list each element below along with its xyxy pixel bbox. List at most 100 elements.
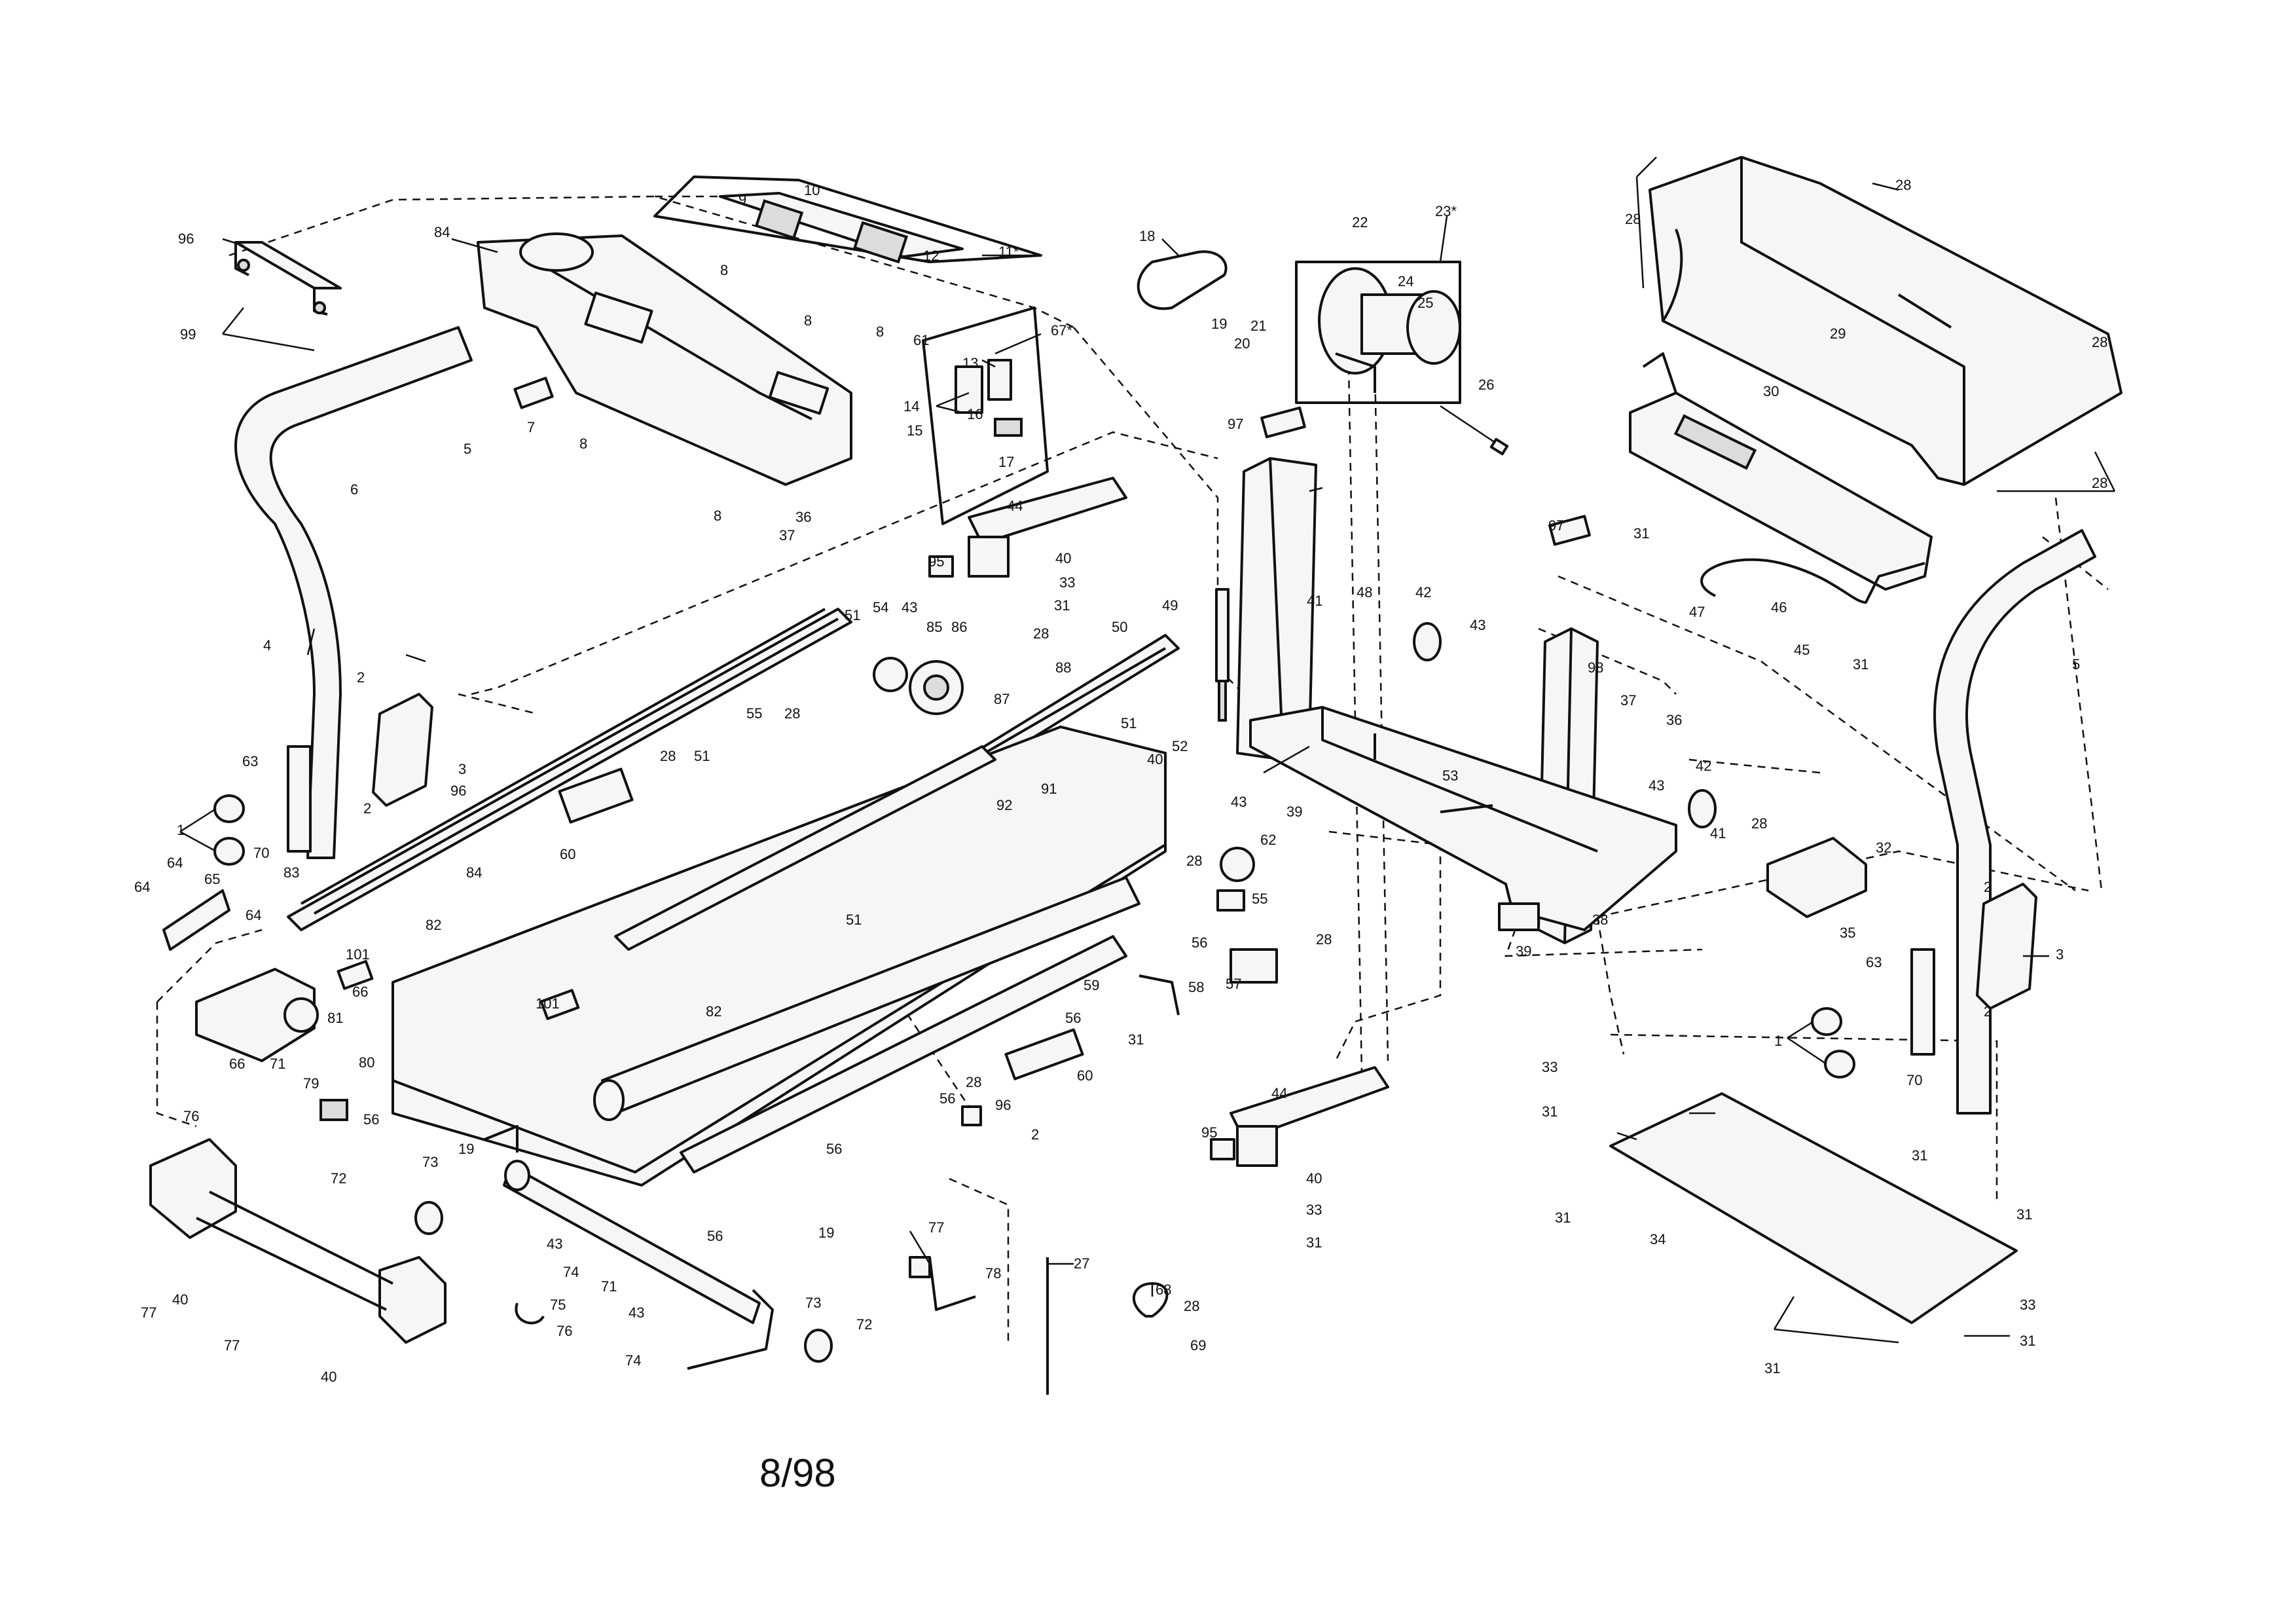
- callout-6: 6: [350, 481, 358, 498]
- callout-28-h: 28: [1184, 1298, 1199, 1314]
- callout-66-a: 66: [352, 984, 368, 1000]
- callout-36-b: 36: [1666, 712, 1682, 728]
- callout-36-a: 36: [795, 509, 811, 525]
- callout-41-a: 41: [1307, 593, 1322, 609]
- callout-4: 4: [263, 637, 271, 654]
- callout-75-b: 74: [625, 1352, 641, 1369]
- callout-11: 11*: [998, 244, 1019, 260]
- callout-31-f: 31: [1542, 1103, 1558, 1120]
- callout-73-b: 72: [856, 1316, 872, 1333]
- callout-31-b: 31: [1633, 525, 1649, 542]
- callout-5-left: 5: [464, 441, 471, 457]
- callout-60-b: 60: [1077, 1067, 1093, 1084]
- callout-28-e: 28: [1186, 853, 1202, 869]
- callout-45: 45: [1794, 642, 1810, 658]
- callout-56-b: 56: [1192, 934, 1207, 951]
- callout-34: 34: [1650, 1231, 1666, 1247]
- revision-date: 8/98: [759, 1451, 836, 1495]
- callout-95-a: 95: [928, 553, 944, 570]
- callout-28-top-b: 28: [1625, 211, 1641, 227]
- belt-rail-cover: [614, 745, 996, 951]
- callout-92: 91: [1041, 781, 1057, 797]
- callout-90: 87: [994, 691, 1010, 707]
- callout-43-d: 43: [547, 1236, 562, 1252]
- callout-79: 76: [183, 1108, 199, 1124]
- callout-56-e: 56: [826, 1141, 842, 1157]
- callout-102-a: 101: [346, 946, 370, 963]
- pulley-90: [873, 657, 964, 715]
- callout-42-b: 42: [1696, 758, 1711, 774]
- callout-42-a: 42: [1415, 584, 1431, 600]
- callout-56-a: 56: [363, 1111, 379, 1128]
- callout-64-a: 64: [167, 855, 183, 871]
- callout-72: 71: [601, 1278, 617, 1295]
- callout-57: 57: [1226, 976, 1241, 992]
- callout-28-c: 28: [784, 705, 800, 722]
- callout-37-a: 37: [779, 527, 795, 544]
- callout-99-b: 97: [1548, 517, 1564, 534]
- callout-43-e: 43: [629, 1304, 644, 1321]
- rear-support-44: [1230, 1066, 1389, 1167]
- callout-55-b: 55: [1252, 891, 1267, 907]
- callout-43-c: 43: [1231, 794, 1247, 810]
- callout-102-b: 101: [536, 995, 560, 1012]
- callout-53: 53: [1442, 767, 1458, 784]
- callout-38: 38: [1592, 912, 1608, 928]
- callout-87: 84: [434, 224, 450, 240]
- callout-54: 54: [873, 599, 888, 616]
- pulse-grip-3-right: [1976, 883, 2037, 1010]
- callout-5-right: 5: [2072, 656, 2080, 673]
- callout-17: 17: [998, 454, 1014, 470]
- bracket-65: [162, 889, 230, 951]
- callout-27: 27: [1074, 1255, 1089, 1272]
- callout-31-a: 31: [1054, 597, 1070, 614]
- callout-41-b: 41: [1710, 825, 1726, 841]
- callout-35: 35: [1840, 925, 1855, 941]
- callout-3-b: 3: [2056, 946, 2064, 963]
- console-base-87: [477, 232, 852, 486]
- callout-85-b: 82: [706, 1003, 721, 1020]
- callout-1-a: 1: [177, 822, 185, 838]
- callout-30: 30: [1763, 383, 1779, 399]
- callout-28-top-a: 28: [1895, 177, 1911, 193]
- bracket-63-left: [287, 745, 312, 853]
- callout-75-a: 74: [563, 1264, 579, 1280]
- belt-18: [1137, 250, 1228, 310]
- callout-28-g: 28: [966, 1074, 981, 1090]
- callout-33-b: 33: [1306, 1202, 1322, 1218]
- bolt-26: [1440, 405, 1509, 456]
- callout-2-e: 2: [1984, 1003, 1992, 1020]
- callout-69: 69: [1190, 1337, 1206, 1354]
- callout-96-a: 96: [450, 783, 466, 799]
- callout-89: 86: [951, 619, 967, 635]
- callout-39-b: 39: [1516, 943, 1531, 959]
- callout-40-e: 40: [1306, 1170, 1322, 1187]
- callout-43-b: 43: [902, 599, 917, 616]
- callout-29: 29: [1830, 325, 1846, 342]
- callout-33-d: 33: [2020, 1297, 2035, 1313]
- callout-98: 98: [1588, 659, 1603, 676]
- callout-93: 92: [996, 797, 1012, 813]
- callout-47: 47: [1689, 604, 1705, 620]
- callout-82: 79: [303, 1075, 319, 1092]
- callout-39-a: 39: [1286, 803, 1302, 820]
- callout-58: 58: [1188, 979, 1204, 995]
- callout-8-a: 8: [720, 262, 728, 278]
- callout-43-a: 43: [1470, 617, 1485, 633]
- callout-83: 80: [359, 1054, 374, 1071]
- callout-18: 18: [1139, 228, 1155, 244]
- rear-stabilizer-72: [503, 1160, 774, 1370]
- callout-86: 83: [283, 864, 299, 881]
- callout-28-top-d: 28: [2092, 475, 2107, 491]
- callout-51-a: 51: [845, 607, 860, 623]
- callout-67: 67*: [1051, 322, 1072, 339]
- callout-19-b: 19: [458, 1141, 474, 1157]
- callout-31-g: 31: [1912, 1147, 1927, 1164]
- callout-10: 10: [804, 182, 820, 198]
- callout-99-a: 97: [1228, 416, 1243, 432]
- callout-20: 20: [1234, 335, 1250, 352]
- display-11: [653, 175, 1042, 264]
- callout-77: 76: [556, 1323, 572, 1339]
- callout-61: 61: [913, 332, 929, 348]
